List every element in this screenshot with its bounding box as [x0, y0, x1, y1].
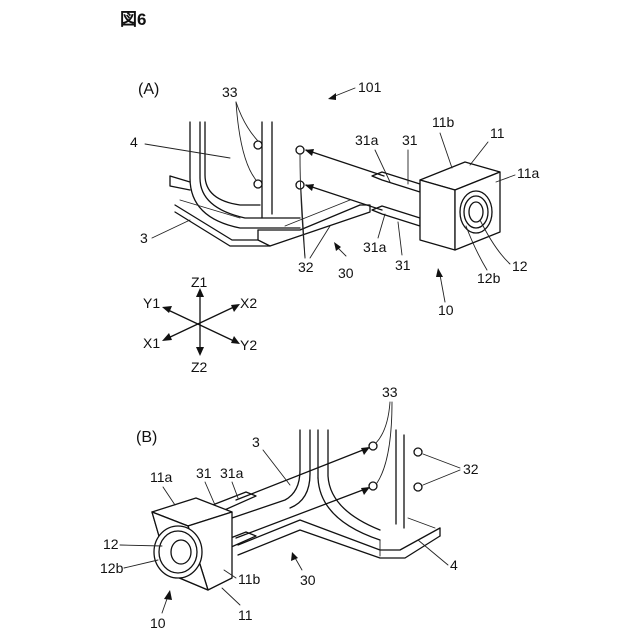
marker-upper [296, 146, 304, 154]
beam-b-upper [236, 448, 368, 500]
module-ref-label-b: 11 [238, 607, 253, 623]
panel-a-label: (A) [138, 81, 159, 98]
frame-structure-a [170, 122, 370, 246]
frame-top-ref-label: 33 [222, 84, 238, 100]
panel-b-label: (B) [136, 429, 157, 446]
assembly-ref-arrowhead [328, 93, 336, 100]
lens-ring-a [460, 191, 492, 233]
lens-ref-label: 12 [512, 258, 528, 274]
module-box-b [152, 498, 232, 590]
beam-lower [306, 185, 382, 210]
unit-ref-label-b: 10 [150, 615, 166, 631]
unit-arrowhead-a [436, 268, 443, 277]
frame-marker-b-lower [369, 482, 377, 490]
beam-upper-arrowhead [305, 149, 314, 156]
beam-lower-ref-label: 31 [395, 257, 411, 273]
lens-ref-label-b: 12 [103, 536, 119, 552]
axis-z2-label: Z2 [191, 359, 208, 375]
axis-x2-label: X2 [240, 295, 257, 311]
module-top-ref-label: 11b [432, 114, 455, 130]
lens-ring-ref-label: 12b [477, 270, 501, 286]
beam-upper [306, 150, 384, 176]
tip-lower-ref-label: 31a [363, 239, 387, 255]
base-ref-label-b: 3 [252, 434, 260, 450]
marker-ref-label: 32 [298, 259, 314, 275]
axis-compass: Z1 Z2 X2 X1 Y1 Y2 [143, 274, 257, 375]
frame-marker-lower [254, 180, 262, 188]
beam-group-ref-label-b: 30 [300, 572, 316, 588]
panel-b: (B) 33 32 [100, 384, 479, 631]
beam-group-ref-label: 30 [338, 265, 354, 281]
lens-ring-ref-label-b: 12b [100, 560, 124, 576]
tip-ref-label-b: 31a [220, 465, 244, 481]
marker-b-upper [414, 448, 422, 456]
axis-y2-label: Y2 [240, 337, 257, 353]
marker-b-lower [414, 483, 422, 491]
frame-side-ref-label: 4 [130, 134, 138, 150]
module-side-ref-label-b: 11b [238, 571, 261, 587]
tip-upper-ref-label: 31a [355, 132, 379, 148]
beam-b-lower-arrowhead [361, 487, 370, 495]
marker-ref-label-b: 32 [463, 461, 479, 477]
beam-ref-label-b: 31 [196, 465, 212, 481]
module-face-ref-label-b: 11a [150, 469, 173, 485]
frame-top-ref-label-b: 33 [382, 384, 398, 400]
frame-structure-b [232, 430, 440, 558]
beam-upper-ref-label: 31 [402, 132, 418, 148]
module-face-ref-label: 11a [517, 165, 540, 181]
module-box-a [420, 162, 500, 250]
figure-title: 図6 [120, 10, 146, 29]
unit-arrowhead-b [164, 590, 172, 600]
axis-y1-label: Y1 [143, 295, 160, 311]
lens-ring-b [154, 526, 202, 578]
axis-x1-label: X1 [143, 335, 160, 351]
unit-ref-label: 10 [438, 302, 454, 318]
axis-z1-label: Z1 [191, 274, 208, 290]
beam-lower-arrowhead [305, 184, 314, 191]
assembly-ref-label: 101 [358, 79, 382, 95]
module-ref-label: 11 [490, 125, 505, 141]
side-panel-ref-label-b: 4 [450, 557, 458, 573]
beam-b-upper-arrowhead [361, 447, 370, 455]
frame-marker-upper [254, 141, 262, 149]
base-ref-label: 3 [140, 230, 148, 246]
beam-group-arrowhead-b [291, 552, 298, 561]
